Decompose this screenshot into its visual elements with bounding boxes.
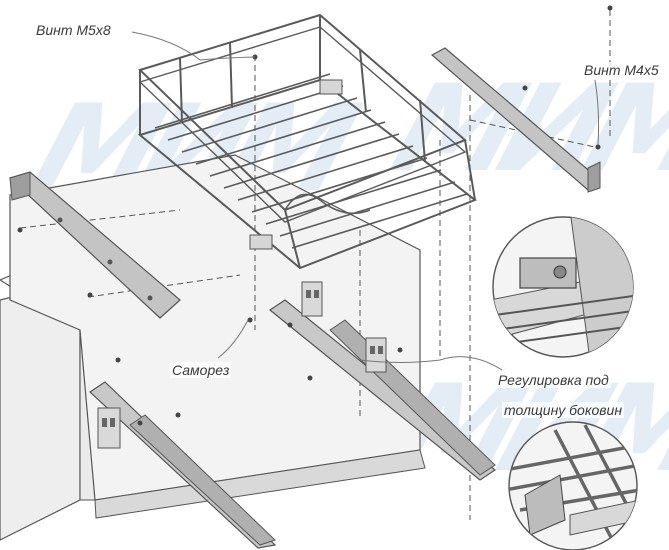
detail-side-thickness-zoom: [508, 421, 638, 550]
right-mount-rail: [430, 47, 601, 193]
slide-rail-left: [89, 381, 277, 549]
label-self-tapping-screw: Саморез: [170, 362, 232, 378]
wire-basket: [137, 13, 478, 270]
label-adjust-line-2: толщину боковин: [502, 402, 625, 418]
left-mount-rail: [8, 171, 181, 319]
label-screw-m4x5: Винт М4х5: [582, 62, 661, 78]
slide-rail-right: [268, 281, 497, 481]
screws: [17, 5, 613, 426]
detail-bracket-zoom: [492, 216, 634, 358]
label-adjust-line-1: Регулировка под: [496, 372, 611, 388]
label-screw-m5x8: Винт М5х8: [34, 22, 113, 38]
leader-lines: [131, 31, 600, 371]
